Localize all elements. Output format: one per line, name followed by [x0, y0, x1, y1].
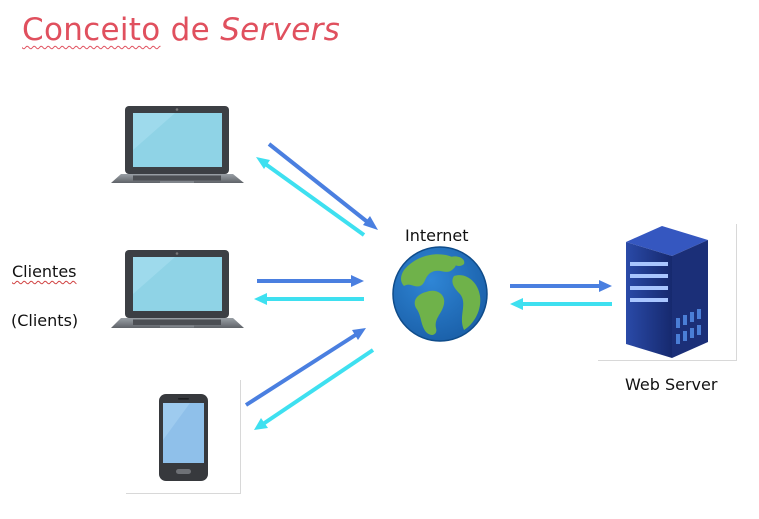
page-title: Conceito de Servers [22, 12, 340, 48]
arrow-head [351, 275, 364, 287]
globe-icon [392, 246, 488, 342]
title-word-1: Conceito [22, 12, 161, 48]
arrow-head [254, 293, 267, 305]
laptop-icon [111, 106, 244, 183]
server-icon [626, 226, 708, 358]
clients-label: Clientes [12, 262, 77, 281]
server-image-frame [598, 224, 737, 361]
arrow-internet-to-phone [261, 348, 375, 426]
phone-image-frame [126, 380, 241, 494]
smartphone-icon [159, 394, 208, 481]
laptop-icon [111, 250, 244, 328]
arrow-internet-to-laptop1 [262, 161, 366, 237]
arrow-head [352, 328, 366, 340]
internet-label: Internet [405, 226, 469, 245]
arrow-phone-to-internet [244, 332, 359, 407]
arrow-head [256, 157, 270, 169]
clients-label-english: (Clients) [11, 311, 79, 330]
arrow-laptop1-to-internet [267, 142, 372, 226]
arrow-head [254, 418, 268, 430]
title-word-2: de [170, 12, 211, 48]
web-server-label: Web Server [625, 375, 718, 394]
arrow-head [363, 216, 378, 230]
arrow-head [599, 280, 612, 292]
title-word-3: Servers [220, 12, 341, 48]
arrow-head [510, 298, 523, 310]
